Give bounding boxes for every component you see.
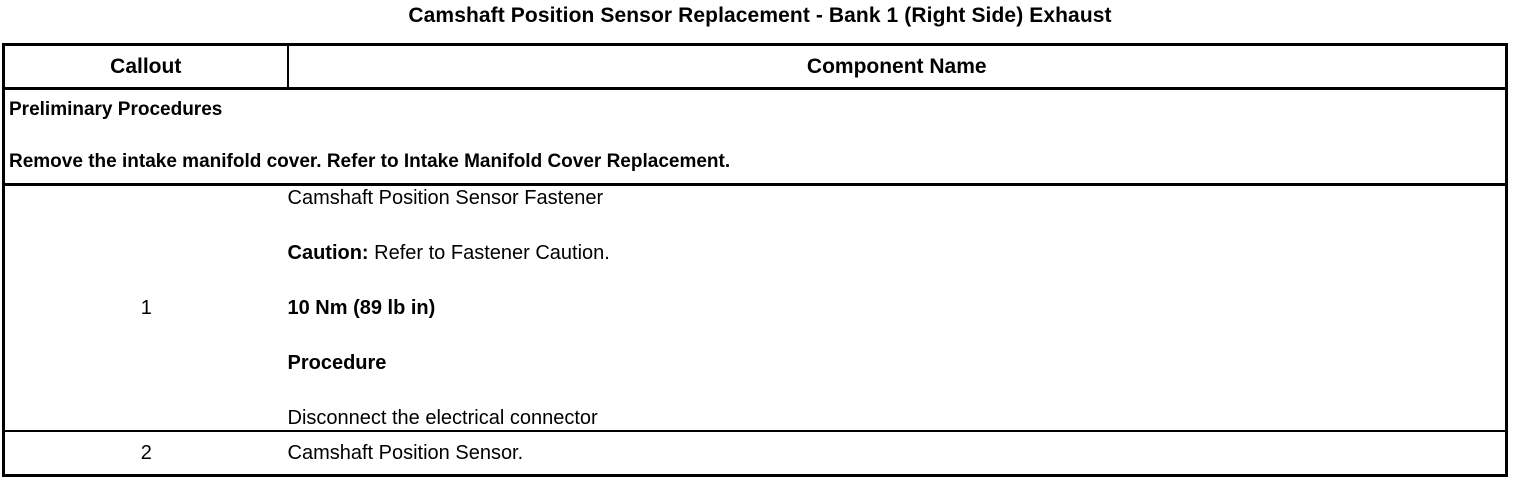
procedure-heading: Procedure: [287, 352, 387, 374]
page-title: Camshaft Position Sensor Replacement - B…: [408, 4, 1112, 27]
caution-note: Caution: Refer to Fastener Caution.: [288, 241, 1506, 265]
preliminary-procedures-row: Preliminary Procedures Remove the intake…: [3, 88, 1507, 186]
procedure-table: Callout Component Name Preliminary Proce…: [2, 43, 1508, 477]
preliminary-procedures-text: Remove the intake manifold cover. Refer …: [9, 151, 731, 172]
column-header-component-name: Component Name: [287, 44, 1507, 90]
component-description-cell: Camshaft Position Sensor Fastener Cautio…: [287, 184, 1507, 432]
table-header-row: Callout Component Name: [3, 44, 1507, 90]
table-row: 2 Camshaft Position Sensor.: [4, 431, 1507, 476]
component-name-text: Camshaft Position Sensor Fastener: [287, 187, 604, 209]
torque-specification: 10 Nm (89 lb in): [287, 297, 436, 319]
preliminary-procedures-cell: Preliminary Procedures Remove the intake…: [3, 88, 1507, 186]
callout-number: 2: [140, 441, 152, 464]
component-description-cell: Camshaft Position Sensor.: [288, 431, 1507, 476]
caution-text: Refer to Fastener Caution.: [368, 242, 610, 264]
column-header-callout: Callout: [3, 44, 289, 90]
callout-number: 1: [3, 184, 288, 432]
procedure-step-text: Disconnect the electrical connector: [287, 407, 598, 429]
preliminary-procedures-heading: Preliminary Procedures: [9, 99, 223, 120]
caution-label: Caution:: [287, 242, 369, 264]
component-name-text: Camshaft Position Sensor.: [287, 442, 524, 464]
table-row: 1 Camshaft Position Sensor Fastener Caut…: [3, 184, 1507, 432]
